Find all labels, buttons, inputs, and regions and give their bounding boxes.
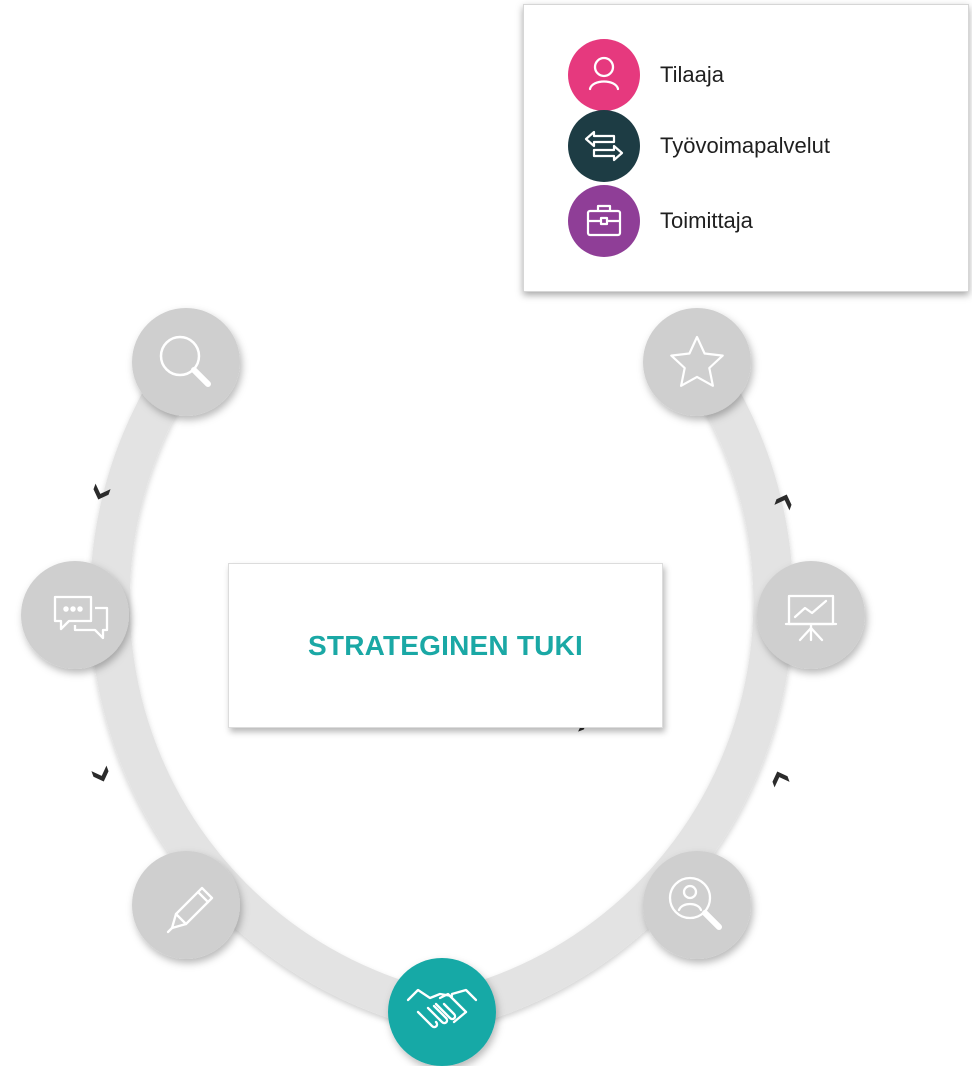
node-presentation[interactable]	[757, 561, 865, 669]
center-title: STRATEGINEN TUKI	[308, 629, 583, 661]
briefcase-icon	[568, 185, 640, 257]
handshake-icon	[406, 988, 478, 1029]
legend-item-tilaaja: Tilaaja	[568, 39, 948, 111]
user-search-icon	[668, 876, 722, 930]
node-search[interactable]	[132, 308, 240, 416]
legend-item-toimittaja: Toimittaja	[568, 185, 948, 257]
legend-label: Tilaaja	[660, 62, 724, 87]
arrow-chevron	[774, 494, 792, 511]
node-chat[interactable]	[21, 561, 129, 669]
node-star[interactable]	[643, 308, 751, 416]
exchange-arrows-icon	[568, 110, 640, 182]
legend-panel: Tilaaja Työvoimapalvelut Toimittaja	[523, 4, 969, 292]
node-handshake-active[interactable]	[388, 958, 496, 1066]
star-icon	[670, 335, 724, 387]
search-icon	[159, 335, 211, 387]
center-box: STRATEGINEN TUKI	[228, 563, 663, 728]
chat-bubbles-icon	[53, 595, 109, 640]
arrow-chevron	[93, 483, 111, 500]
legend-item-tyovoimapalvelut: Työvoimapalvelut	[568, 110, 948, 182]
arrow-chevron	[772, 771, 790, 788]
arrow-chevron	[91, 765, 109, 782]
presentation-chart-icon	[784, 594, 838, 642]
person-icon	[568, 39, 640, 111]
legend-label: Toimittaja	[660, 208, 753, 233]
legend-label: Työvoimapalvelut	[660, 133, 830, 158]
pen-icon	[166, 886, 214, 934]
